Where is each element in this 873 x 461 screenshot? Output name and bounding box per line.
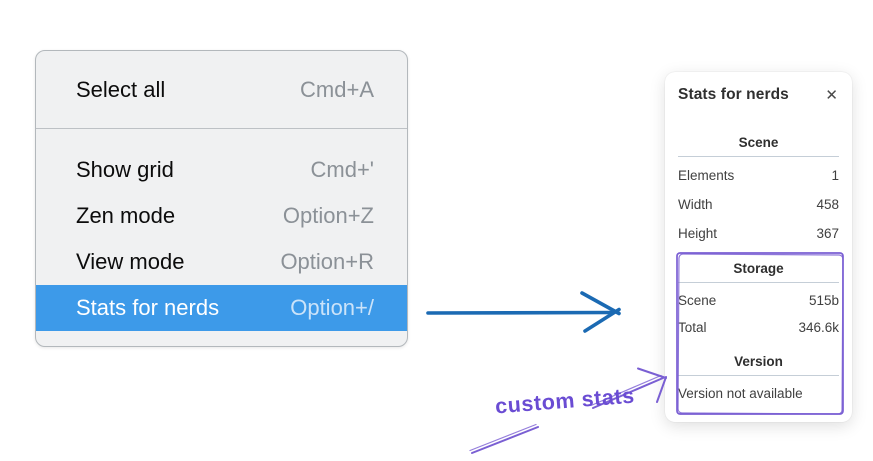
stat-value: 515b xyxy=(808,293,839,308)
section-heading-scene: Scene xyxy=(738,135,779,150)
stat-label: Height xyxy=(678,226,718,241)
section-divider xyxy=(678,156,839,157)
menu-item-label: Select all xyxy=(76,76,166,102)
menu-item-shortcut: Option+/ xyxy=(290,295,374,320)
stats-panel-header: Stats for nerds ✕ xyxy=(678,84,839,106)
menu-item-select-all[interactable]: Select all Cmd+A xyxy=(36,51,407,128)
menu-item-show-grid[interactable]: Show grid Cmd+' xyxy=(36,147,407,193)
section-divider xyxy=(678,282,839,283)
menu-item-label: View mode xyxy=(76,249,185,274)
stat-value: 346.6k xyxy=(798,320,839,335)
annotation-label: custom stats xyxy=(494,383,636,419)
section-heading-storage: Storage xyxy=(733,261,784,276)
menu-item-view-mode[interactable]: View mode Option+R xyxy=(36,239,407,285)
version-status-text: Version not available xyxy=(678,386,803,401)
menu-item-label: Stats for nerds xyxy=(76,295,220,320)
menu-item-shortcut: Cmd+' xyxy=(310,157,375,182)
stat-value: 367 xyxy=(816,226,839,241)
stat-row-width: Width 458 xyxy=(678,190,839,219)
stat-row-height: Height 367 xyxy=(678,219,839,248)
menu-divider xyxy=(36,128,407,129)
section-heading-version: Version xyxy=(734,354,783,369)
menu-item-shortcut: Option+R xyxy=(280,249,374,274)
stats-panel: Stats for nerds ✕ Scene Elements 1 Width… xyxy=(665,72,852,422)
menu-item-shortcut: Option+Z xyxy=(282,203,374,228)
stat-label: Total xyxy=(678,320,707,335)
stats-panel-title: Stats for nerds xyxy=(678,86,789,103)
stat-row-total-storage: Total 346.6k xyxy=(678,314,839,341)
menu-item-label: Show grid xyxy=(76,157,174,182)
menu-item-zen-mode[interactable]: Zen mode Option+Z xyxy=(36,193,407,239)
menu-item-stats-for-nerds[interactable]: Stats for nerds Option+/ xyxy=(36,285,407,331)
menu-group: Show grid Cmd+' Zen mode Option+Z View m… xyxy=(36,129,407,345)
context-menu: Select all Cmd+A Show grid Cmd+' Zen mod… xyxy=(35,50,408,347)
right-arrow-icon xyxy=(426,291,621,333)
stat-row-elements: Elements 1 xyxy=(678,161,839,190)
menu-item-shortcut: Cmd+A xyxy=(300,76,374,102)
close-icon[interactable]: ✕ xyxy=(825,86,838,104)
stat-value: 458 xyxy=(816,197,839,212)
stat-label: Elements xyxy=(678,168,735,183)
stat-label: Scene xyxy=(678,293,717,308)
stat-value: 1 xyxy=(831,168,839,183)
stat-row-scene-storage: Scene 515b xyxy=(678,287,839,314)
menu-item-label: Zen mode xyxy=(76,203,176,228)
stat-label: Width xyxy=(678,197,713,212)
section-divider xyxy=(678,375,839,376)
